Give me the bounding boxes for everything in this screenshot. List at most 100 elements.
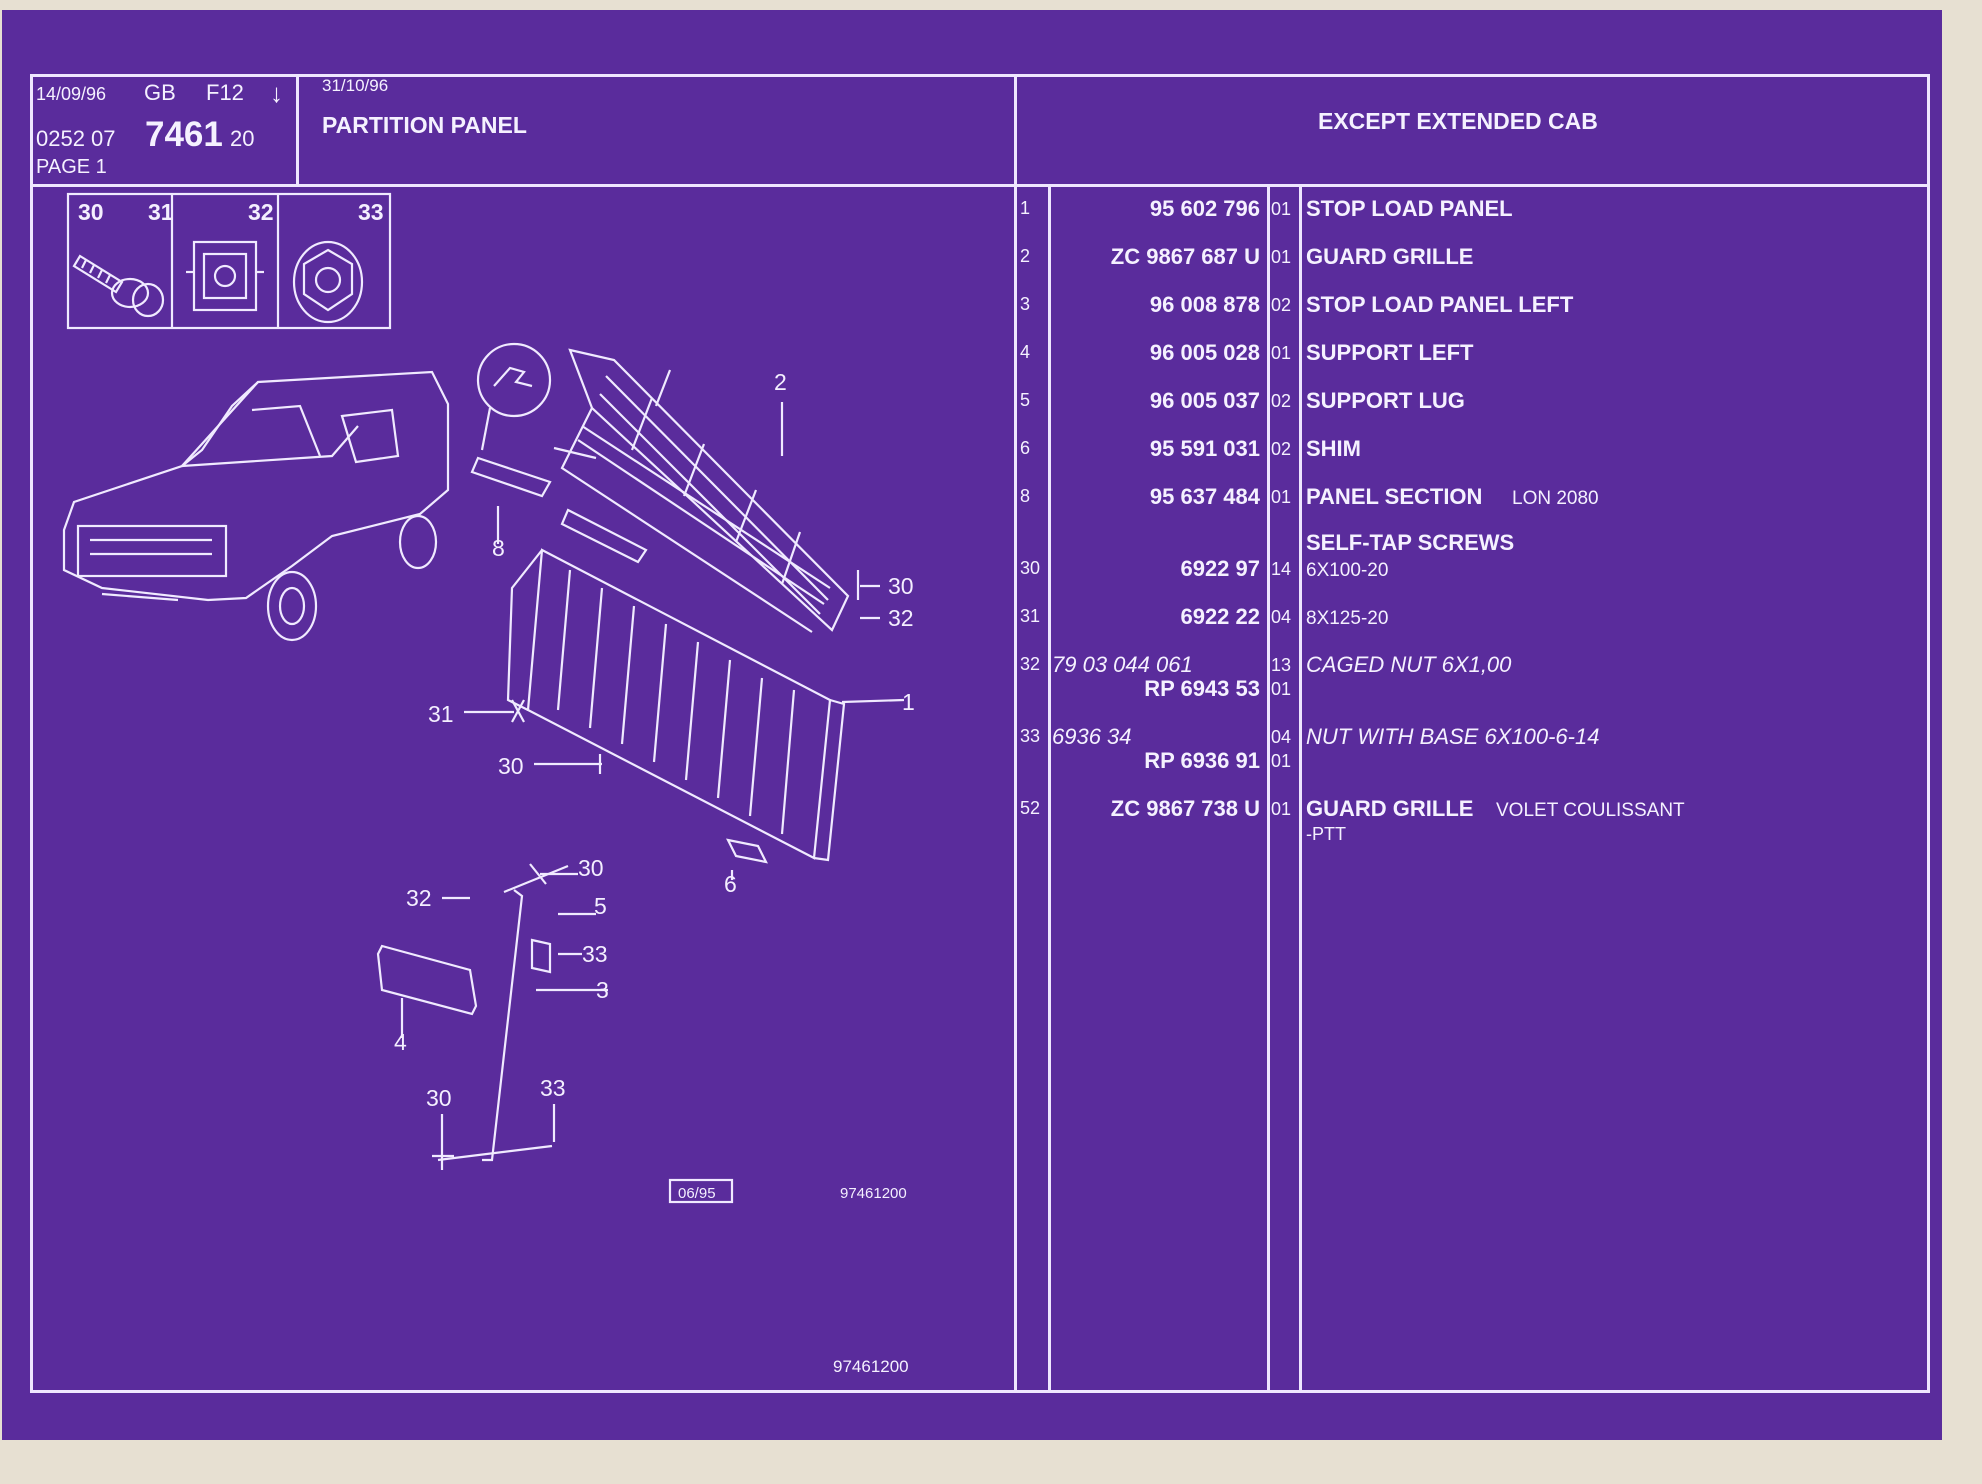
legend-label-32: 32: [248, 199, 274, 225]
part-name: SELF-TAP SCREWS: [1306, 530, 1515, 555]
part-name: SUPPORT LEFT: [1306, 340, 1474, 365]
panel-section-8: [470, 456, 552, 498]
group-code-prefix: 0252 07: [36, 126, 116, 151]
part-number: 96 005 037: [1149, 388, 1260, 413]
part-ref: 52: [1020, 798, 1041, 818]
part-ref: 30: [1020, 558, 1041, 578]
ref-column-divider: [1048, 184, 1051, 1393]
folio-code: F12: [206, 80, 244, 105]
part-qty: 02: [1271, 391, 1292, 411]
part-qty: 01: [1271, 487, 1292, 507]
part-qty: 01: [1271, 799, 1292, 819]
part-number: RP 6936 91: [1144, 748, 1260, 773]
legend-label-33: 33: [358, 199, 384, 225]
part-alt-number: 6936 34: [1052, 724, 1132, 749]
part-note-line2: -PTT: [1306, 824, 1346, 844]
part-note: LON 2080: [1512, 488, 1599, 509]
flange-nut-icon: [292, 240, 364, 324]
caged-nut-icon: [186, 240, 264, 312]
part-name: SUPPORT LUG: [1306, 388, 1465, 413]
part-ref: 31: [1020, 606, 1041, 626]
part-number: ZC 9867 738 U: [1110, 796, 1260, 821]
callout-8: 8: [492, 535, 505, 561]
callout-1: 1: [902, 689, 915, 715]
part-ref: 5: [1020, 390, 1031, 410]
part-ref: 32: [1020, 654, 1041, 674]
part-number: ZC 9867 687 U: [1110, 244, 1260, 269]
part-number: 95 602 796: [1149, 196, 1260, 221]
part-ref: 6: [1020, 438, 1031, 458]
callout-31: 31: [428, 701, 454, 727]
callout-2: 2: [774, 369, 787, 395]
part-ref: 2: [1020, 246, 1031, 266]
part-qty: 02: [1271, 439, 1292, 459]
callout-4: 4: [394, 1029, 407, 1055]
page-title: PARTITION PANEL: [322, 112, 527, 138]
legend-label-30: 30: [78, 199, 104, 225]
callout-leaders: [400, 402, 905, 1170]
group-code-suffix: 20: [230, 126, 255, 151]
part-name: SHIM: [1306, 436, 1361, 461]
qty-column-left-divider: [1267, 184, 1270, 1393]
part-number: 6922 97: [1180, 556, 1260, 581]
callout-33a: 33: [582, 941, 608, 967]
callout-32b: 32: [406, 885, 432, 911]
title-divider: [296, 74, 299, 185]
part-ref: 4: [1020, 342, 1031, 362]
part-number: 96 005 028: [1149, 340, 1260, 365]
part-name: STOP LOAD PANEL: [1306, 196, 1513, 221]
part-number: 95 637 484: [1149, 484, 1260, 509]
part-number: 6922 22: [1180, 604, 1260, 629]
part-ref: 1: [1020, 198, 1031, 218]
header-divider: [30, 184, 1930, 187]
qty-column-right-divider: [1299, 184, 1302, 1393]
fastener-legend-box: [66, 192, 392, 330]
part-name: GUARD GRILLE: [1306, 244, 1474, 269]
part-qty: 01: [1271, 199, 1292, 219]
center-divider: [1014, 74, 1017, 1393]
part-number: RP 6943 53: [1144, 676, 1260, 701]
callout-30a: 30: [888, 573, 914, 599]
callout-30d: 30: [426, 1085, 452, 1111]
clip-detail-drawing: [476, 342, 552, 451]
date-box-text: 06/95: [678, 1185, 716, 1202]
frame-right: [1927, 74, 1930, 1393]
support-bracket-drawing: [376, 889, 553, 1162]
part-qty: 04: [1271, 607, 1292, 627]
drawing-reference: 97461200: [840, 1185, 907, 1202]
part-qty: 13: [1271, 655, 1292, 675]
part-name: NUT WITH BASE 6X100-6-14: [1306, 724, 1600, 749]
shim-6: [726, 838, 768, 864]
part-note: 8X125-20: [1306, 608, 1389, 629]
language-code: GB: [144, 80, 176, 105]
callout-30c: 30: [578, 855, 604, 881]
part-ref: 3: [1020, 294, 1031, 314]
callout-6: 6: [724, 871, 737, 897]
issue-date: 14/09/96: [36, 84, 107, 104]
callout-3: 3: [596, 977, 609, 1003]
part-name: CAGED NUT 6X1,00: [1306, 652, 1512, 677]
application-condition: EXCEPT EXTENDED CAB: [1318, 108, 1598, 134]
part-alt-number: 79 03 044 061: [1052, 652, 1193, 677]
panel-section-lower: [560, 508, 648, 564]
part-qty: 02: [1271, 295, 1292, 315]
date-box: [668, 1178, 734, 1204]
down-arrow-icon: ↓: [270, 78, 283, 108]
part-number: 96 008 878: [1149, 292, 1260, 317]
frame-left: [30, 74, 33, 1393]
part-name: GUARD GRILLE: [1306, 796, 1474, 821]
page-number: PAGE 1: [36, 156, 107, 178]
frame-top: [30, 74, 1930, 77]
revision-date: 31/10/96: [322, 76, 389, 95]
part-qty-alt: 01: [1271, 679, 1292, 699]
frame-bottom: [30, 1390, 1930, 1393]
part-note: 6X100-20: [1306, 560, 1389, 581]
part-name: PANEL SECTION: [1306, 484, 1483, 509]
stop-load-panel-drawing: [506, 548, 846, 862]
drawing-reference-bottom: 97461200: [833, 1357, 909, 1376]
part-qty-alt: 01: [1271, 751, 1292, 771]
part-ref: 33: [1020, 726, 1041, 746]
part-number: 95 591 031: [1149, 436, 1260, 461]
part-ref: 8: [1020, 486, 1031, 506]
